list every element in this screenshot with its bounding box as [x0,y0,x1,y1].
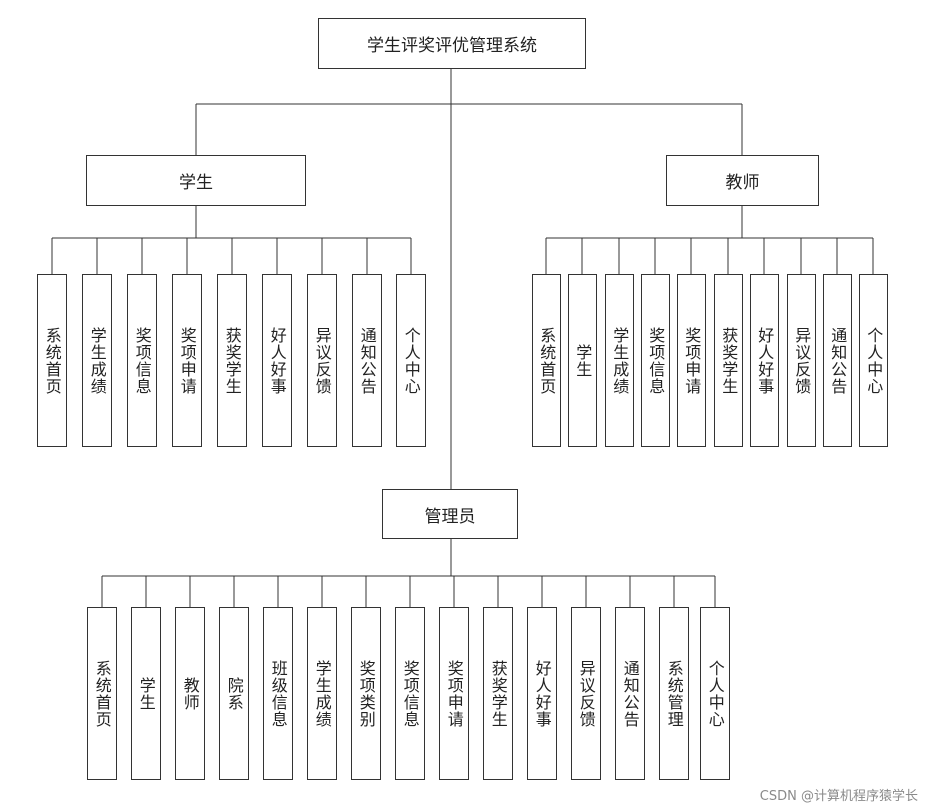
teacher-item-award-info: 奖项信息 [641,274,670,447]
admin-item-award-categories: 奖项类别 [351,607,381,780]
teacher-item-good-deeds: 好人好事 [750,274,779,447]
teacher-item-award-apply: 奖项申请 [677,274,706,447]
student-item-notices: 通知公告 [352,274,382,447]
watermark: CSDN @计算机程序猿学长 [759,789,918,804]
admin-item-profile: 个人中心 [700,607,730,780]
admin-item-award-info: 奖项信息 [395,607,425,780]
admin-item-objections: 异议反馈 [571,607,601,780]
admin-item-classes: 班级信息 [263,607,293,780]
admin-item-teachers: 教师 [175,607,205,780]
admin-item-winners: 获奖学生 [483,607,513,780]
admin-item-good-deeds: 好人好事 [527,607,557,780]
student-node: 学生 [86,155,306,206]
teacher-item-students: 学生 [568,274,597,447]
admin-item-award-apply: 奖项申请 [439,607,469,780]
teacher-item-objections: 异议反馈 [787,274,816,447]
teacher-item-scores: 学生成绩 [605,274,634,447]
student-item-scores: 学生成绩 [82,274,112,447]
teacher-item-profile: 个人中心 [859,274,888,447]
admin-item-students: 学生 [131,607,161,780]
admin-item-departments: 院系 [219,607,249,780]
student-item-award-apply: 奖项申请 [172,274,202,447]
teacher-item-home: 系统首页 [532,274,561,447]
admin-item-notices: 通知公告 [615,607,645,780]
student-item-award-info: 奖项信息 [127,274,157,447]
student-item-good-deeds: 好人好事 [262,274,292,447]
student-item-objections: 异议反馈 [307,274,337,447]
admin-item-home: 系统首页 [87,607,117,780]
root-node: 学生评奖评优管理系统 [318,18,586,69]
teacher-item-winners: 获奖学生 [714,274,743,447]
student-item-winners: 获奖学生 [217,274,247,447]
admin-item-system: 系统管理 [659,607,689,780]
teacher-item-notices: 通知公告 [823,274,852,447]
admin-item-scores: 学生成绩 [307,607,337,780]
teacher-node: 教师 [666,155,819,206]
student-item-home: 系统首页 [37,274,67,447]
student-item-profile: 个人中心 [396,274,426,447]
admin-node: 管理员 [382,489,518,539]
